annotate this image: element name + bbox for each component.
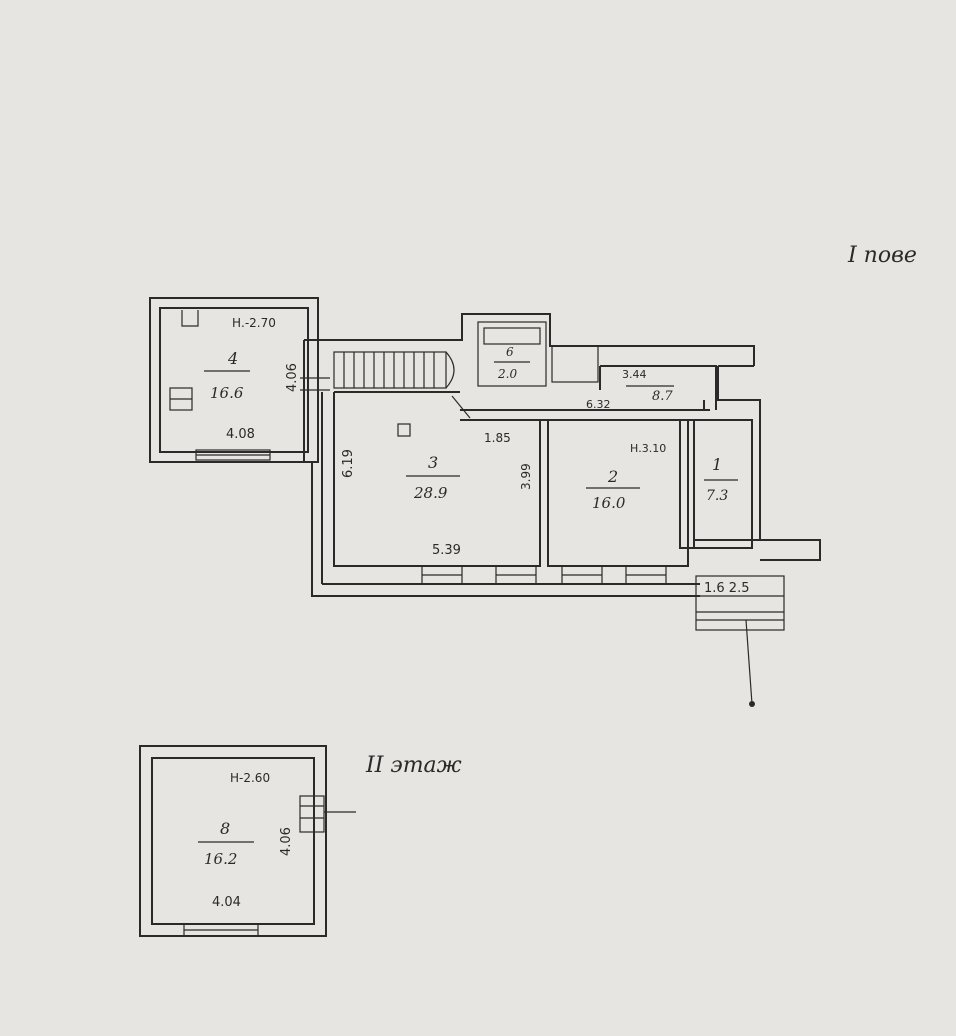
room-5-width: 6.32 [586,398,611,411]
room-8-area: 16.2 [204,850,237,868]
room-8-depth: 4.06 [279,827,294,856]
room-2-number: 2 [607,467,618,486]
room-4-walls [149,297,330,463]
first-floor-plan: 4 16.6 Н.-2.70 4.08 4.06 3 28.9 5.39 6.1… [149,243,917,707]
room-5-label: 3.44 8.7 6.32 [586,368,674,411]
room-3-number: 3 [428,453,438,472]
room-3-label: 3 28.9 5.39 6.19 3.99 1.85 [341,431,533,558]
room-2-area: 16.0 [592,494,626,512]
room-1-number: 1 [712,455,722,474]
room-2-label: Н.3.10 2 16.0 [586,442,666,512]
second-floor-plan: Н-2.60 8 16.2 4.04 4.06 II этаж [139,745,462,937]
main-block-walls [303,313,821,707]
room-1-label: 1 7.3 [704,455,738,504]
room-4-height: Н.-2.70 [232,316,276,330]
room-4-number: 4 [227,349,238,368]
room-6-area: 2.0 [497,367,517,381]
first-floor-title: I пове [847,243,917,268]
room-3-extra: 1.85 [484,431,511,445]
room-3-depth-2: 3.99 [519,463,533,490]
room-6-number: 6 [506,345,514,359]
room-6-label: 6 2.0 [494,345,530,381]
room-3-width: 5.39 [432,543,461,558]
room-4-area: 16.6 [210,384,244,402]
second-floor-title: II этаж [365,753,462,778]
room-2-height: Н.3.10 [630,442,666,455]
entrance-dimension: 1.6 2.5 [704,581,749,596]
room-8-number: 8 [220,819,230,838]
room-4-label: 4 16.6 Н.-2.70 4.08 4.06 [204,316,300,442]
room-4-width: 4.08 [226,427,255,442]
room-8-height: Н-2.60 [230,771,270,785]
room-5-area: 8.7 [652,389,673,404]
room-5-extra: 3.44 [622,368,647,381]
room-1-area: 7.3 [706,488,728,504]
room-8-width: 4.04 [212,895,241,910]
room-3-depth: 6.19 [341,449,356,478]
room-3-area: 28.9 [413,484,448,502]
room-8-label: Н-2.60 8 16.2 4.04 4.06 [198,771,294,910]
room-4-depth: 4.06 [285,363,300,392]
